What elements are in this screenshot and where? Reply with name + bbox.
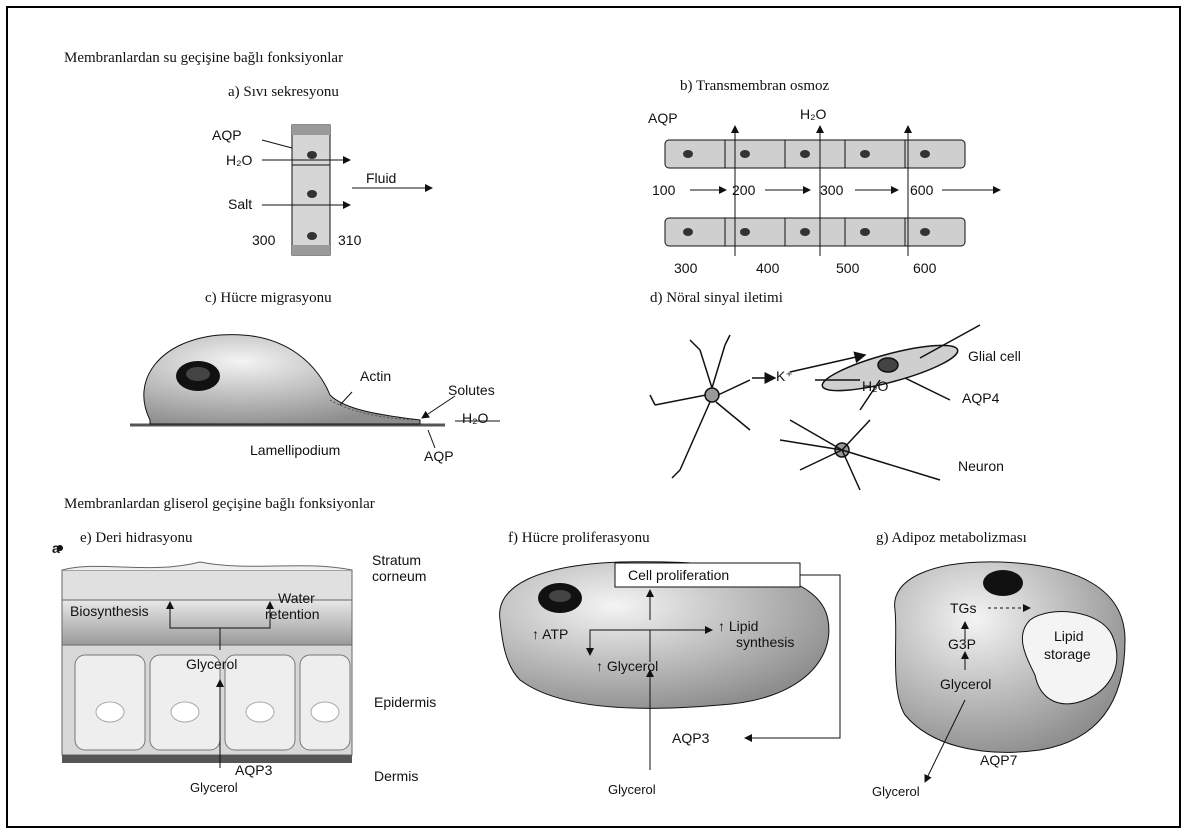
panel-b-h2o-label: H₂O <box>800 106 826 122</box>
panel-g-glycerol-out-label: Glycerol <box>872 784 920 799</box>
panel-f-lipid-label: ↑ Lipid <box>718 618 758 634</box>
panel-d-neuron-label: Neuron <box>958 458 1004 474</box>
panel-c-lamellipodium-label: Lamellipodium <box>250 442 340 458</box>
panel-e-biosynthesis-label: Biosynthesis <box>70 603 149 619</box>
panel-d-cells <box>650 325 980 490</box>
panel-e-epidermis-label: Epidermis <box>374 694 436 710</box>
panel-g-storage-label: storage <box>1044 646 1091 662</box>
panel-e-dermis-label: Dermis <box>374 768 418 784</box>
panel-e-glycerol-label: Glycerol <box>186 656 237 672</box>
panel-b-bottom-number: 400 <box>756 260 779 276</box>
water-section-heading: Membranlardan su geçişine bağlı fonksiyo… <box>64 50 343 67</box>
panel-g-aqp7-label: AQP7 <box>980 752 1017 768</box>
panel-e-water-label: Water <box>278 590 315 606</box>
panel-g-title: g) Adipoz metabolizması <box>876 530 1027 547</box>
panel-b-title: b) Transmembran osmoz <box>680 78 829 95</box>
panel-g-glycerol-label: Glycerol <box>940 676 991 692</box>
panel-b-bottom-number: 500 <box>836 260 859 276</box>
panel-a-num-left: 300 <box>252 232 275 248</box>
panel-e-retention-label: retention <box>265 606 319 622</box>
glycerol-section-heading: Membranlardan gliserol geçişine bağlı fo… <box>64 496 375 513</box>
panel-f-glycerol-label: ↑ Glycerol <box>596 658 658 674</box>
panel-e-title: e) Deri hidrasyonu <box>80 530 192 547</box>
panel-e-aqp3-label: AQP3 <box>235 762 272 778</box>
panel-d-glial-label: Glial cell <box>968 348 1021 364</box>
panel-d-aqp4-label: AQP4 <box>962 390 999 406</box>
panel-g-lipid-label: Lipid <box>1054 628 1084 644</box>
panel-e-corneum-label: corneum <box>372 568 426 584</box>
panel-c-actin-label: Actin <box>360 368 391 384</box>
panel-a-num-right: 310 <box>338 232 361 248</box>
panel-f-title: f) Hücre proliferasyonu <box>508 530 650 547</box>
panel-c-h2o-label: H₂O <box>462 410 488 426</box>
panel-a-salt-label: Salt <box>228 196 252 212</box>
panel-b-bottom-number: 600 <box>913 260 936 276</box>
panel-d-kplus-label: K⁺ <box>776 368 793 385</box>
panel-a-h2o-label: H₂O <box>226 152 252 168</box>
panel-f-cell-proliferation-label: Cell proliferation <box>628 567 729 583</box>
panel-c-cell <box>130 335 500 448</box>
panel-g-tgs-label: TGs <box>950 600 976 616</box>
panel-b-bottom-number: 300 <box>674 260 697 276</box>
panel-f-cell <box>500 562 840 770</box>
panel-d-title: d) Nöral sinyal iletimi <box>650 290 783 307</box>
panel-a-fluid-label: Fluid <box>366 170 396 186</box>
panel-c-aqp-label: AQP <box>424 448 454 464</box>
panel-a-title: a) Sıvı sekresyonu <box>228 84 339 101</box>
panel-c-title: c) Hücre migrasyonu <box>205 290 332 307</box>
panel-g-cell <box>895 562 1125 782</box>
panel-b-top-number: 300 <box>820 182 843 198</box>
panel-b-top-number: 200 <box>732 182 755 198</box>
panel-d-h2o-label: H₂O <box>862 378 888 394</box>
panel-b-aqp-label: AQP <box>648 110 678 126</box>
panel-f-atp-label: ↑ ATP <box>532 626 568 642</box>
panel-a-aqp-label: AQP <box>212 127 242 143</box>
panel-g-g3p-label: G3P <box>948 636 976 652</box>
panel-f-glycerol-in-label: Glycerol <box>608 782 656 797</box>
panel-f-aqp3-label: AQP3 <box>672 730 709 746</box>
panel-e-stratum-label: Stratum <box>372 552 421 568</box>
panel-c-solutes-label: Solutes <box>448 382 495 398</box>
panel-b-top-number: 600 <box>910 182 933 198</box>
panel-f-synthesis-label: synthesis <box>736 634 794 650</box>
panel-e-marker: a <box>52 540 60 556</box>
panel-b-top-number: 100 <box>652 182 675 198</box>
panel-e-glycerol-in-label: Glycerol <box>190 780 238 795</box>
